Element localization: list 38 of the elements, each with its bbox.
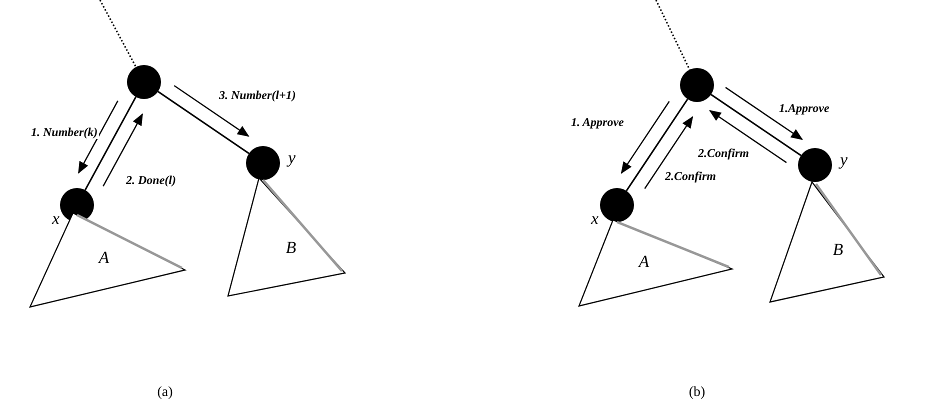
- tree-node-circle: [798, 148, 832, 182]
- subtree-label: A: [638, 252, 650, 272]
- edge-label: 3. Number(l+1): [218, 88, 297, 102]
- tree-line: [710, 94, 802, 156]
- subtree-triangle: [228, 178, 345, 296]
- tree-node-circle: [246, 146, 280, 180]
- edge-label: 1. Number(k): [30, 125, 99, 139]
- subtree-label: A: [98, 248, 110, 268]
- panel-caption: (a): [157, 385, 173, 401]
- subtree-label: B: [832, 240, 844, 260]
- message-arrow: [644, 116, 694, 189]
- variable-label: y: [840, 150, 848, 170]
- edge-label: 2.Confirm: [697, 146, 750, 160]
- dotted-line: [99, 0, 137, 68]
- tree-line: [158, 90, 250, 154]
- variable-label: x: [52, 209, 60, 229]
- edge-label: 2. Done(l): [125, 173, 177, 187]
- tree-node-circle: [600, 188, 634, 222]
- tree-node-circle: [680, 68, 714, 102]
- variable-label: x: [591, 209, 599, 229]
- edge-label: 1.Approve: [778, 101, 830, 115]
- edge-label: 2.Confirm: [664, 169, 718, 183]
- panel-caption: (b): [688, 385, 706, 401]
- message-arrow: [709, 110, 787, 164]
- edge-label: 1. Approve: [570, 115, 625, 129]
- tree-line: [626, 98, 688, 192]
- message-arrow: [174, 85, 250, 137]
- variable-label: y: [288, 148, 296, 168]
- subtree-label: B: [286, 238, 296, 258]
- dotted-line: [655, 0, 690, 70]
- tree-line: [84, 96, 137, 190]
- subtree-triangle: [30, 213, 185, 307]
- message-arrow: [78, 100, 118, 174]
- message-arrow: [102, 113, 143, 187]
- subtree-triangle: [770, 182, 884, 302]
- message-arrow: [620, 101, 670, 174]
- message-arrow: [725, 86, 803, 140]
- tree-node-circle: [127, 65, 161, 99]
